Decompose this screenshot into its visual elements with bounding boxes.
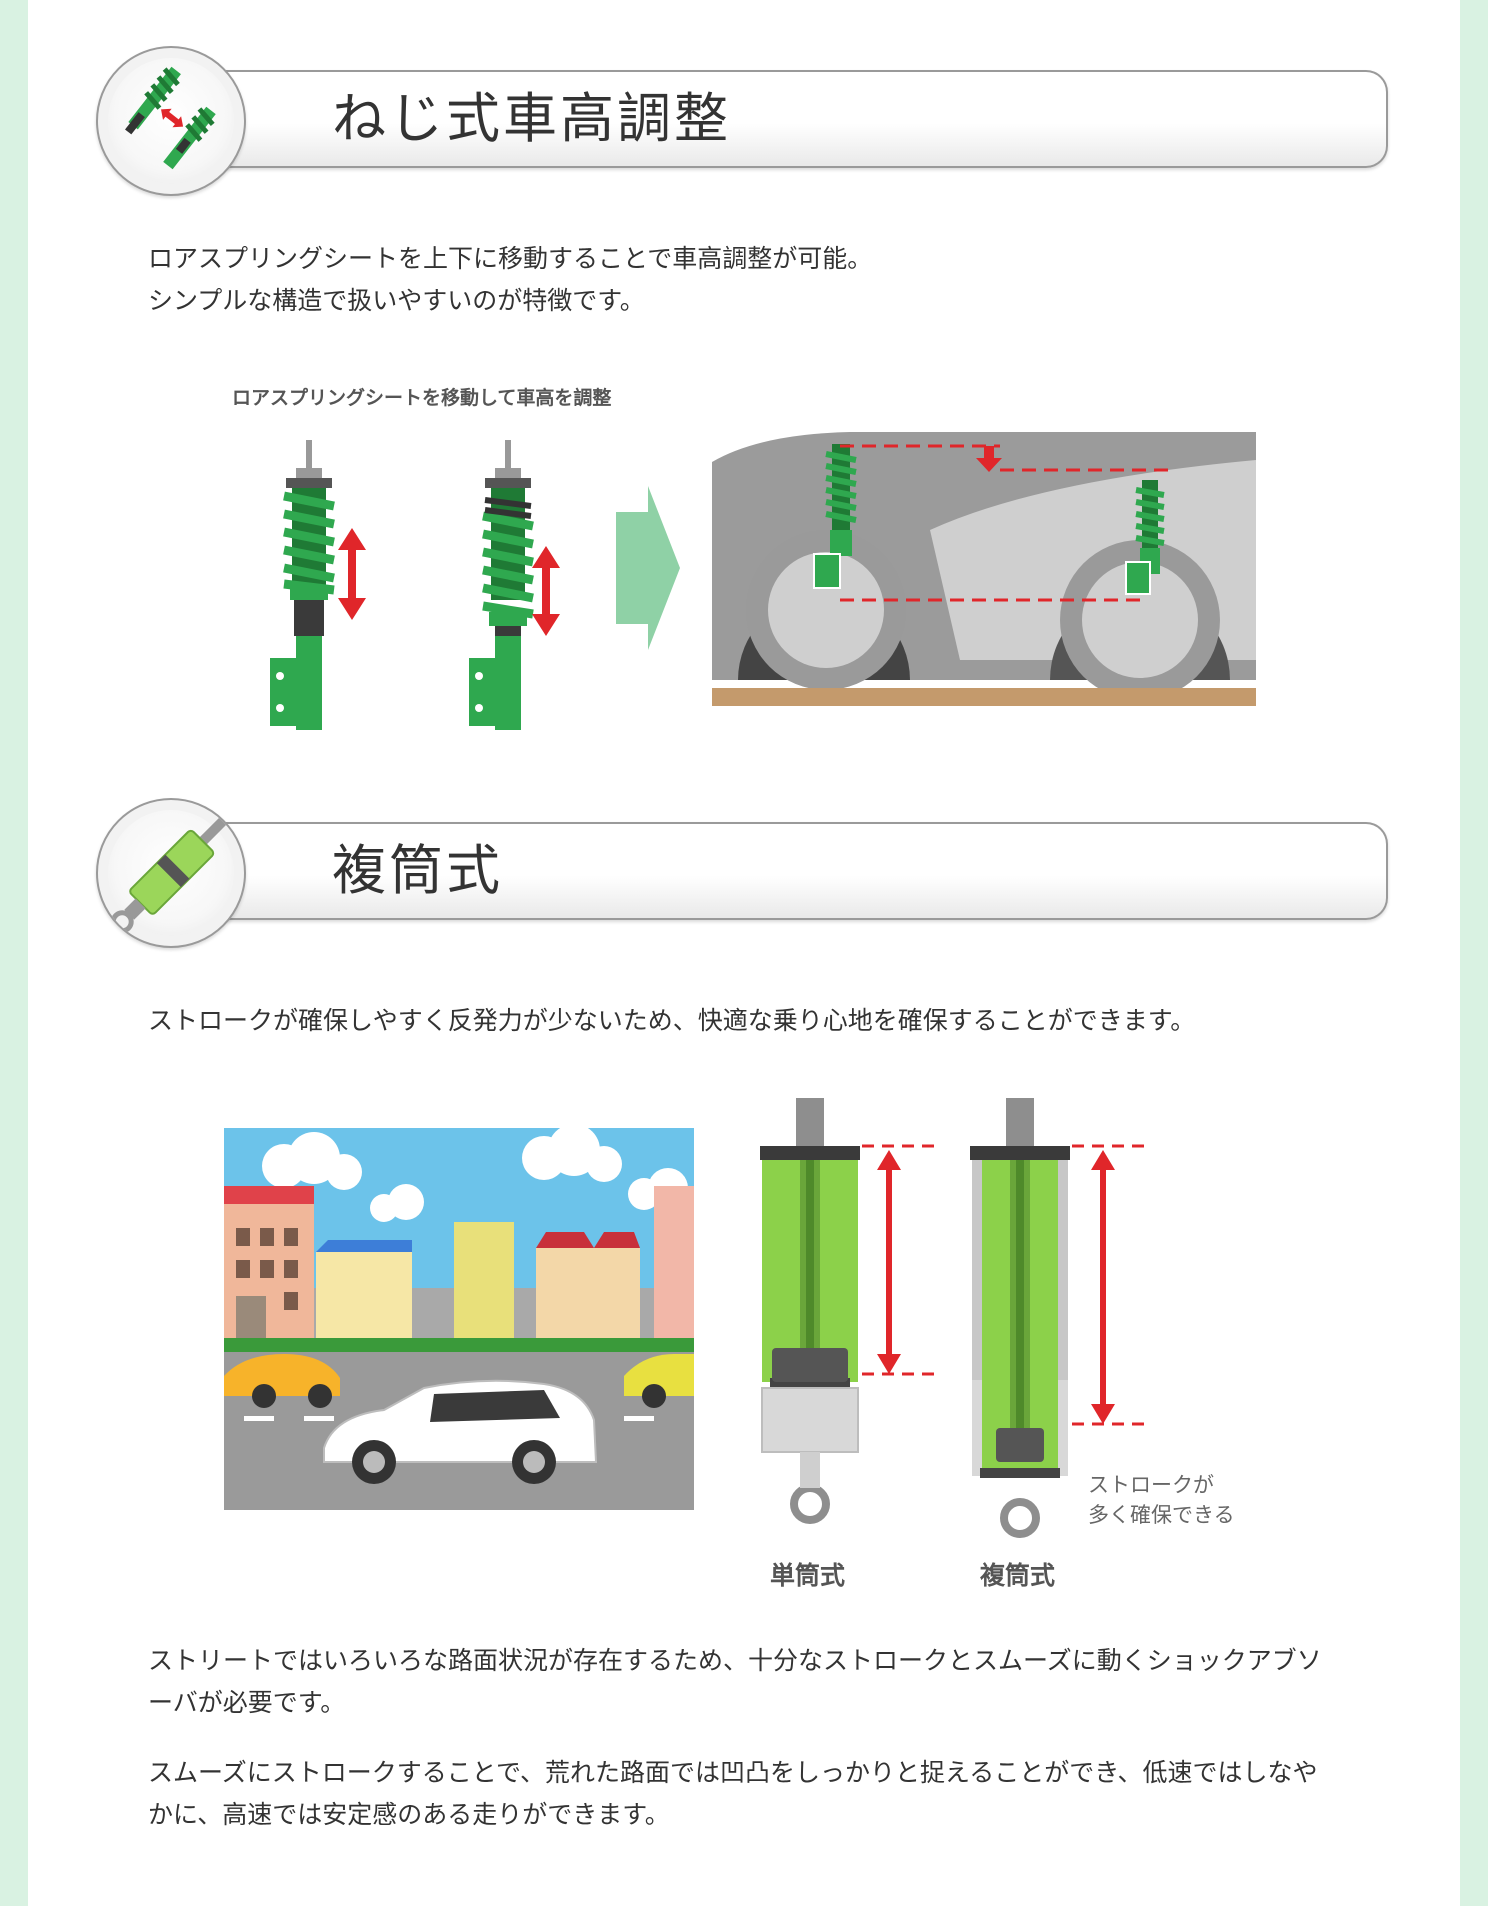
section-header-height-adjust: ねじ式車高調整 [96, 46, 1388, 198]
transition-arrow [616, 486, 680, 650]
diagram-caption: ロアスプリングシートを移動して車高を調整 [232, 387, 612, 409]
coilover-shock-raised [270, 440, 335, 730]
left-border-rail [0, 0, 28, 1906]
height-adjust-diagram [270, 432, 1256, 730]
mono-tube-label: 単筒式 [770, 1561, 846, 1590]
adjust-arrow [532, 546, 560, 636]
section-body-line: ロアスプリングシートを上下に移動することで車高調整が可能。 [148, 244, 873, 273]
shock-comparison-diagram [760, 1098, 1152, 1538]
twin-stroke-indicator [1072, 1144, 1152, 1426]
section-title: 複筒式 [332, 839, 503, 902]
stroke-note-line: ストロークが [1088, 1473, 1214, 1497]
section-intro: ストロークが確保しやすく反発力が少ないため、快適な乗り心地を確保することができま… [148, 1006, 1196, 1035]
section-header-bar [166, 822, 1388, 920]
section-paragraph: スムーズにストロークすることで、荒れた路面では凹凸をしっかりと捉えることができ、… [148, 1758, 1318, 1829]
height-reference-lines [840, 444, 1170, 602]
coilover-shock-lowered [469, 440, 534, 730]
mono-stroke-indicator [862, 1144, 940, 1376]
front-coilover [813, 444, 857, 589]
section-header-bar [166, 70, 1388, 168]
section-paragraph: ストリートではいろいろな路面状況が存在するため、十分なストロークとスムーズに動く… [148, 1646, 1322, 1717]
section-title: ねじ式車高調整 [332, 87, 731, 150]
mono-tube-shock [760, 1098, 860, 1524]
shock-absorber-icon [96, 798, 246, 948]
section-body-line: シンプルな構造で扱いやすいのが特徴です。 [148, 286, 645, 315]
lower-arrow [976, 446, 1002, 472]
stroke-note-line: 多く確保できる [1088, 1503, 1235, 1527]
twin-tube-shock [970, 1098, 1070, 1538]
section-header-twin-tube: 複筒式 [96, 798, 1388, 950]
street-scene-illustration [224, 1128, 694, 1510]
car-illustration [712, 432, 1256, 706]
stroke-note: ストロークが 多く確保できる [1088, 1470, 1235, 1530]
rear-coilover [1125, 480, 1165, 595]
right-border-rail [1460, 0, 1488, 1906]
twin-tube-label: 複筒式 [980, 1561, 1056, 1590]
adjust-arrow [338, 528, 366, 620]
coilover-adjust-icon [96, 46, 246, 196]
